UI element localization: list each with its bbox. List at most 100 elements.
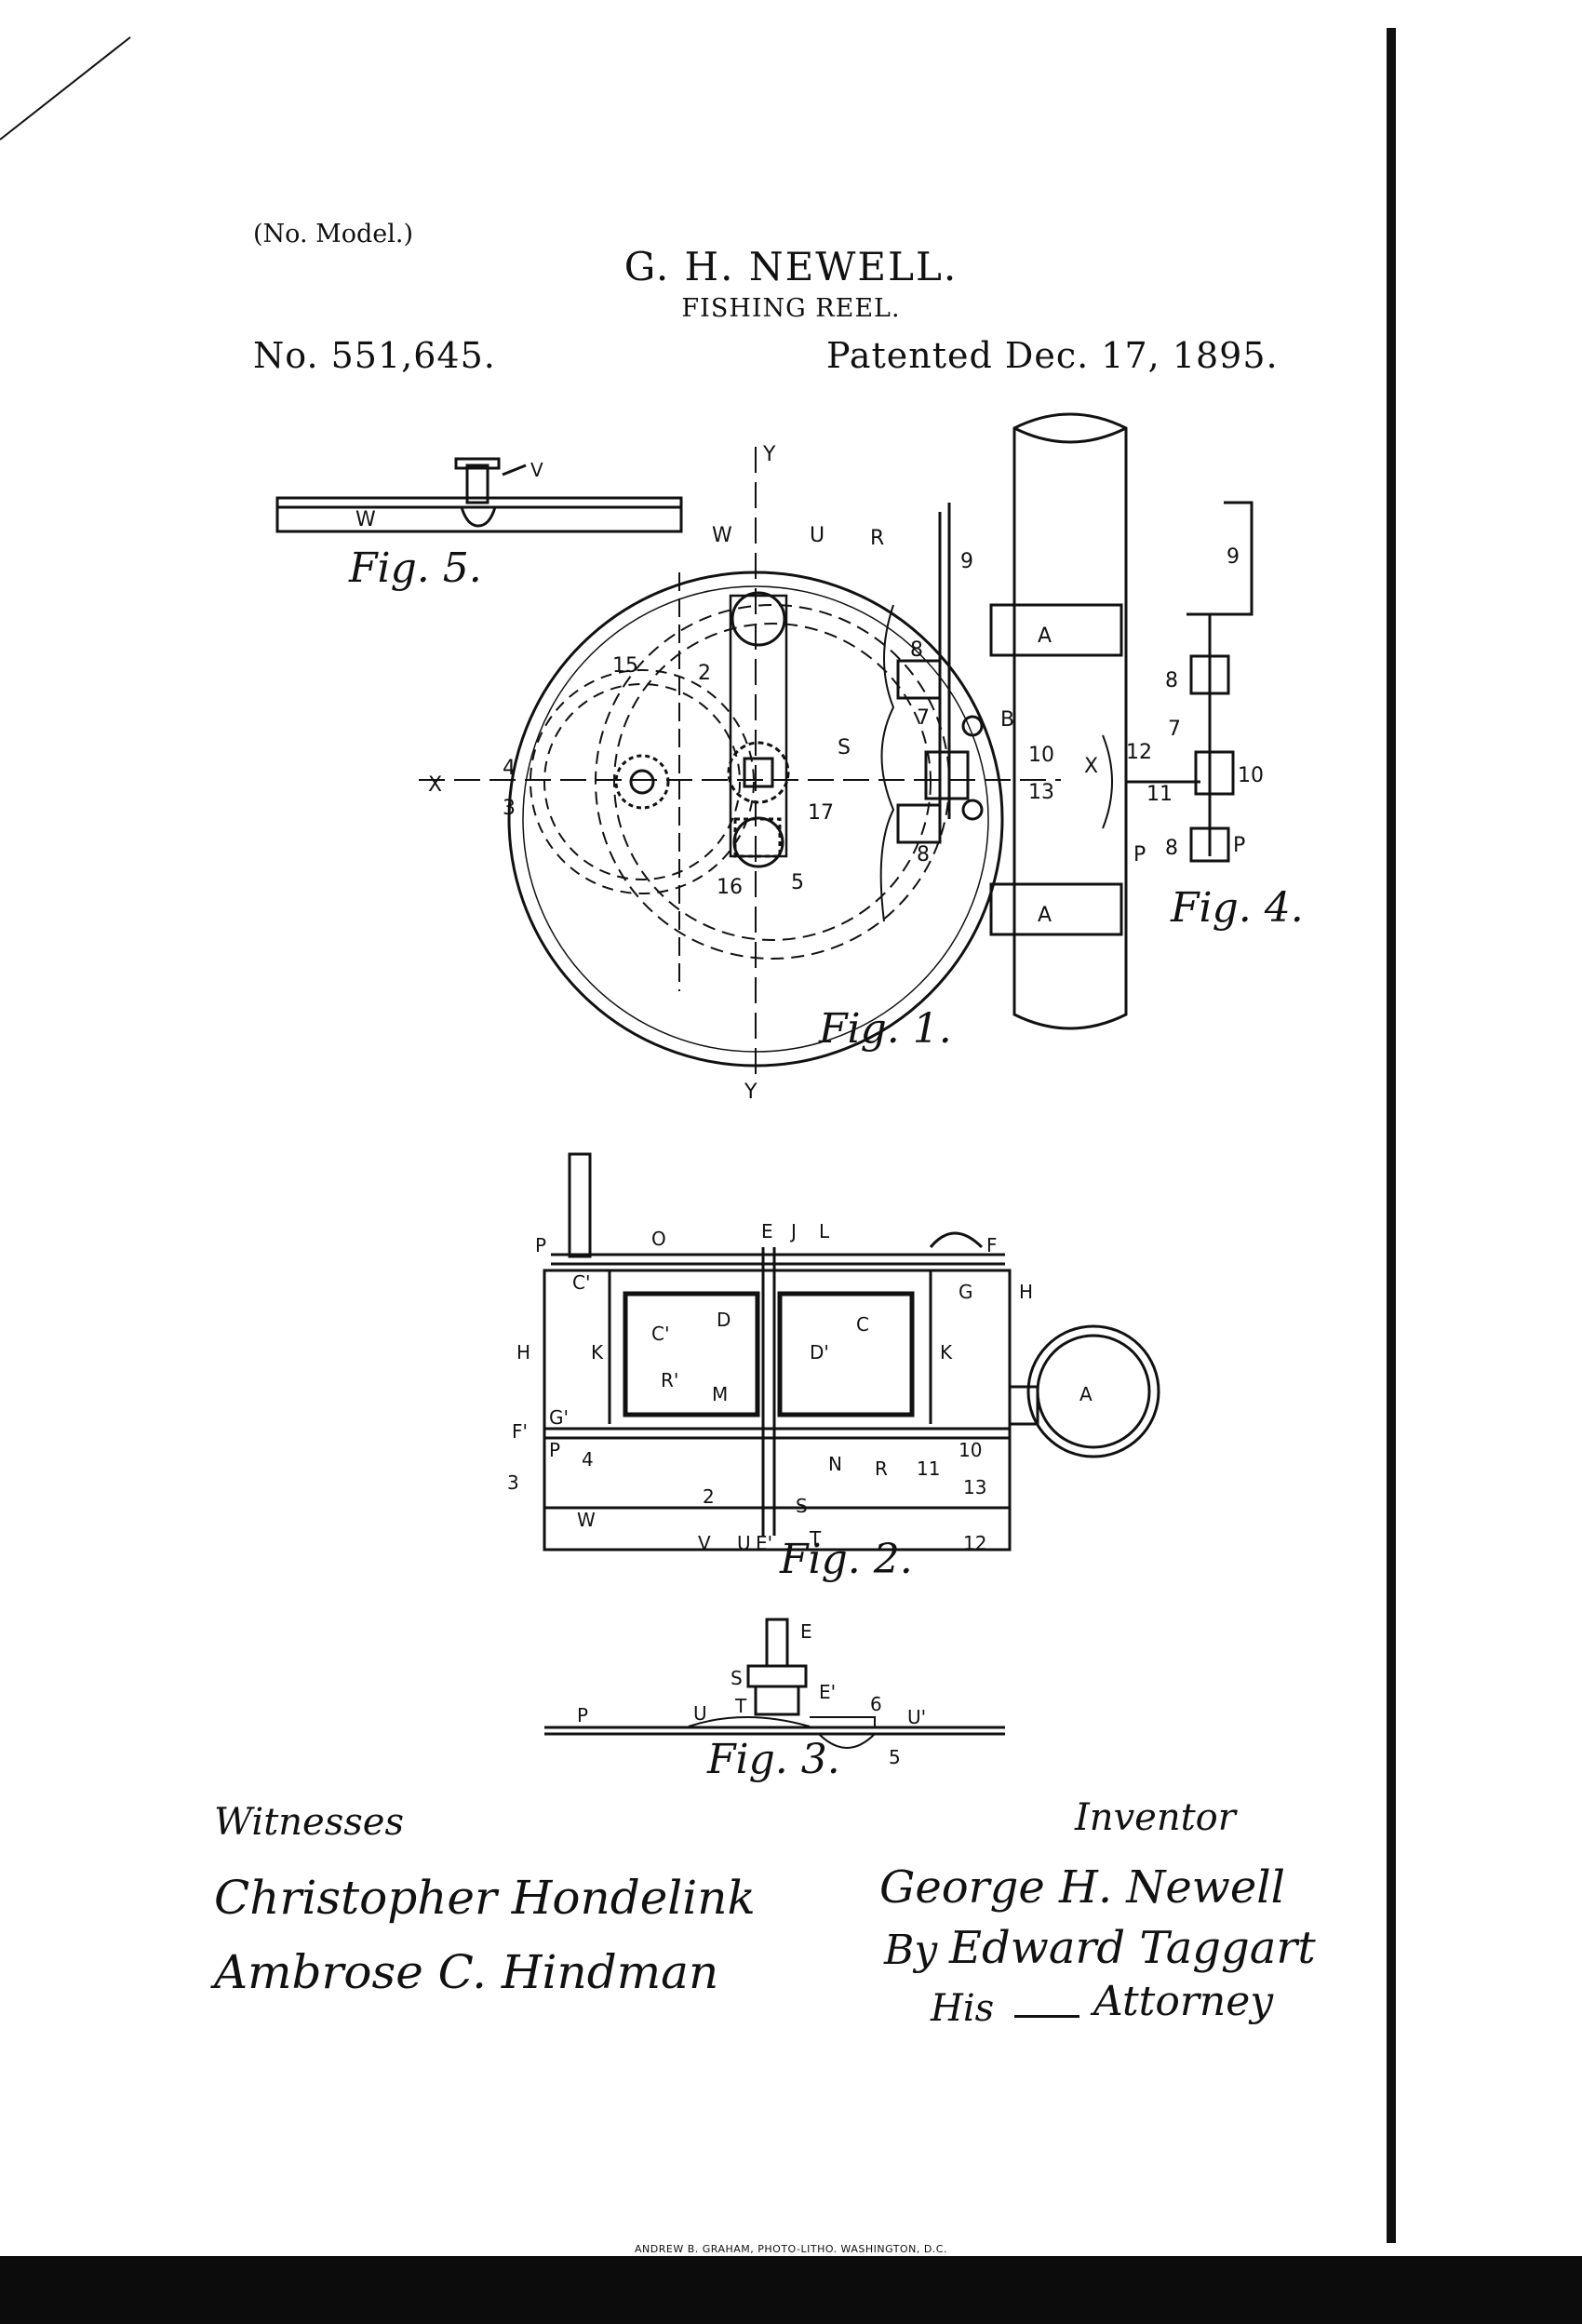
- fig1-label-x-left: X: [428, 773, 442, 797]
- fig2-label-c-prime-a: C': [572, 1271, 590, 1294]
- fig3-label-s: S: [731, 1667, 743, 1689]
- signature-dash: [1014, 2015, 1079, 2018]
- fig2-label-c-prime-b: C': [651, 1323, 669, 1345]
- by-label: By: [884, 1927, 938, 1974]
- inventor-signature: George H. Newell: [879, 1861, 1285, 1914]
- fig5-drawing: V W: [275, 457, 683, 533]
- fig1-label-x-right: X: [1084, 755, 1098, 778]
- fig4-label-p-right: P: [1233, 834, 1245, 857]
- patent-date: Patented Dec. 17, 1895.: [826, 335, 1279, 376]
- fig4-label-9: 9: [1227, 545, 1240, 569]
- fig2-label-n: N: [828, 1453, 842, 1475]
- witness-signature-1: Christopher Hondelink: [214, 1871, 756, 1925]
- fig4-label-12: 12: [1126, 741, 1152, 764]
- fig4-label-8b: 8: [1165, 837, 1178, 860]
- inventor-heading: G. H. NEWELL.: [623, 244, 959, 289]
- fig3-label-e: E: [800, 1620, 812, 1643]
- inventor-label: Inventor: [1075, 1796, 1236, 1839]
- fig1-label-10: 10: [1028, 744, 1054, 767]
- fig2-label-f-prime: F': [512, 1420, 528, 1443]
- fig2-label-p2: P: [549, 1439, 560, 1461]
- fig1-label-b: B: [1000, 708, 1014, 732]
- fig2-label-12: 12: [963, 1532, 986, 1554]
- fig2-label-v: V: [698, 1532, 711, 1554]
- scan-margin-right: [1387, 28, 1396, 2243]
- fig1-label-5: 5: [791, 871, 804, 894]
- fig2-label-t: T: [809, 1527, 822, 1550]
- fig1-drawing: Y Y X X W U R S 15 2 4 3 17 5 16 9 8 8 7…: [419, 412, 1128, 1104]
- fig2-label-f: F: [986, 1234, 998, 1256]
- fig2-drawing: P O E J L F C' C' D C D' K K H H G R' M …: [507, 1152, 1160, 1554]
- fig2-label-3: 3: [507, 1471, 519, 1494]
- fig4-label-p-left: P: [1133, 843, 1146, 866]
- fig2-label-r-prime: R': [661, 1369, 678, 1391]
- fig1-label-r: R: [870, 527, 884, 550]
- fig3-label-u-prime: U': [907, 1706, 926, 1728]
- fig2-label-j: J: [789, 1220, 797, 1243]
- fig1-label-13: 13: [1028, 781, 1054, 804]
- fig2-label-c: C: [856, 1313, 869, 1336]
- fig4-label-10: 10: [1238, 764, 1264, 787]
- fig4-label-7: 7: [1168, 718, 1181, 741]
- fig1-label-u: U: [810, 524, 825, 547]
- fig2-label-13: 13: [963, 1476, 986, 1498]
- fig1-label-a1: A: [1038, 625, 1052, 648]
- fig2-label-d-prime: D': [810, 1341, 829, 1364]
- fig2-label-a: A: [1079, 1383, 1093, 1405]
- fig3-label-u: U: [693, 1702, 707, 1725]
- printer-credit: ANDREW B. GRAHAM, PHOTO-LITHO. WASHINGTO…: [635, 2243, 947, 2255]
- fig3-label-6: 6: [870, 1693, 882, 1715]
- fig2-caption: Fig. 2.: [780, 1536, 913, 1583]
- fig4-caption: Fig. 4.: [1171, 884, 1304, 932]
- fig2-label-u: U: [737, 1532, 751, 1554]
- fig1-label-y-bottom: Y: [744, 1081, 757, 1104]
- fig2-label-10: 10: [959, 1439, 982, 1461]
- fig2-label-e: E: [761, 1220, 773, 1243]
- fig4-label-11: 11: [1146, 783, 1173, 806]
- fig1-label-4: 4: [503, 757, 516, 780]
- fig1-label-y-top: Y: [762, 443, 776, 466]
- fig1-caption: Fig. 1.: [819, 1005, 952, 1053]
- fig1-label-3: 3: [503, 797, 516, 820]
- fig2-label-h-left: H: [516, 1341, 530, 1364]
- fig1-label-8a: 8: [910, 638, 923, 662]
- fig1-label-2: 2: [698, 662, 711, 685]
- fig2-label-o: O: [651, 1228, 666, 1250]
- fig2-label-p1: P: [535, 1234, 546, 1256]
- his-label: His: [931, 1987, 995, 2030]
- fig1-label-w: W: [712, 524, 732, 547]
- attorney-label: Attorney: [1093, 1978, 1274, 2025]
- fig2-label-2: 2: [703, 1485, 715, 1508]
- fig5-label-w: W: [355, 508, 376, 531]
- fig2-label-k-right: K: [940, 1341, 953, 1364]
- attorney-signature: Edward Taggart: [949, 1922, 1316, 1974]
- fig2-label-4: 4: [582, 1448, 594, 1471]
- fig2-label-11: 11: [917, 1458, 940, 1480]
- fig1-label-7: 7: [917, 706, 930, 730]
- fig1-label-16: 16: [717, 876, 743, 899]
- fig2-label-l: L: [819, 1220, 830, 1243]
- witnesses-label: Witnesses: [214, 1801, 404, 1844]
- fig2-label-w: W: [577, 1509, 596, 1531]
- fig1-label-a2: A: [1038, 904, 1052, 927]
- scan-margin-bottom: [0, 2256, 1582, 2324]
- fig1-label-s: S: [838, 736, 851, 759]
- fig2-label-g: G: [959, 1281, 973, 1303]
- fig1-label-9: 9: [960, 550, 973, 573]
- model-note: (No. Model.): [253, 220, 414, 249]
- fig1-label-8b: 8: [917, 843, 930, 866]
- fig4-label-8a: 8: [1165, 669, 1178, 692]
- witness-signature-2: Ambrose C. Hindman: [214, 1945, 719, 1999]
- fig3-label-t: T: [734, 1695, 747, 1717]
- fig3-label-p: P: [577, 1704, 588, 1726]
- fig2-label-k-left: K: [591, 1341, 604, 1364]
- fig2-label-s: S: [796, 1495, 808, 1517]
- fig2-label-d: D: [717, 1309, 731, 1331]
- fig3-label-e-prime: E': [819, 1681, 836, 1703]
- patent-title: FISHING REEL.: [681, 294, 901, 323]
- fig2-label-h-right: H: [1019, 1281, 1033, 1303]
- fig5-caption: Fig. 5.: [349, 544, 482, 592]
- fig1-label-15: 15: [612, 654, 638, 678]
- fig1-label-17: 17: [808, 801, 834, 825]
